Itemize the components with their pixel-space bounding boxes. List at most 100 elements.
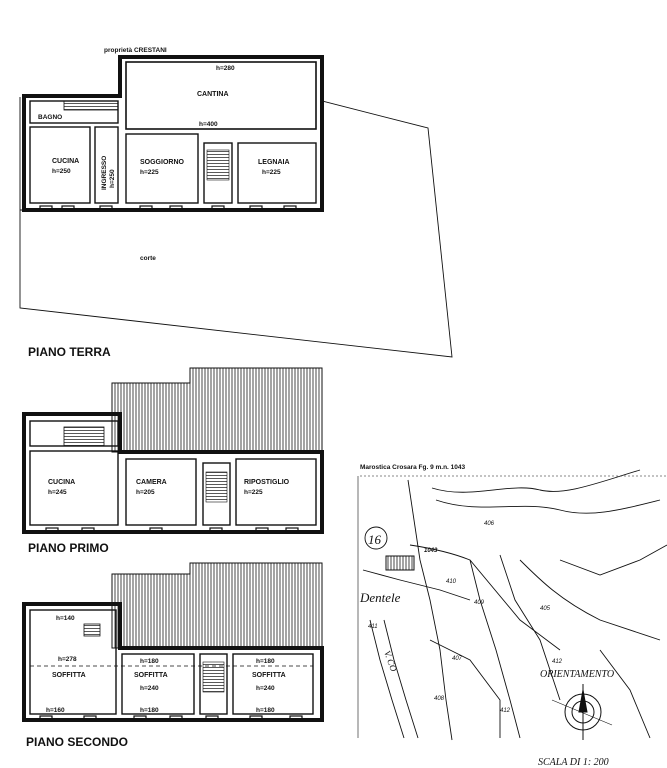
map-parcel-number: 1043 [424,548,438,554]
soffitta3-height-top: h=180 [256,658,275,665]
owner-label: proprietà CRESTANI [104,47,167,54]
second-floor-outer-wall [22,602,324,722]
map-sheet-mark-circle [364,526,388,550]
soffitta2-height-bottom: h=180 [140,707,159,714]
map-road-label: V. CO [382,649,399,673]
soffitta1-label: SOFFITTA [52,672,86,679]
soffitta2-label: SOFFITTA [134,672,168,679]
map-parcel-label: 410 [446,579,457,585]
scale-label: SCALA DI 1: 200 [538,757,609,768]
map-parcel-line [499,554,561,701]
first-floor-outer-wall [22,412,324,534]
map-parcel-line [469,559,521,739]
legnaia-label: LEGNAIA [258,159,290,166]
cantina-height-bottom: h=400 [199,121,218,128]
legnaia-height: h=225 [262,169,281,176]
ground-floor-plan [19,55,453,358]
legnaia-room [237,142,317,204]
cucina-height-ground: h=250 [52,168,71,175]
ingresso-room [94,126,119,204]
map-parcel-line [435,499,661,514]
second-floor-stair-steps [202,661,225,693]
courtyard-outline [19,97,453,358]
second-floor-plan [22,562,324,722]
map-parcel-line [519,559,661,641]
map-parcel-line [409,544,561,651]
soffitta1-height-bottom: h=160 [46,707,65,714]
soffitta2-room [121,653,195,715]
camera-room [125,458,197,526]
map-road-line [383,619,419,739]
second-floor-title: PIANO SECONDO [26,735,128,749]
soffitta1-chimney [83,623,101,637]
cucina-room-first [29,450,119,526]
soffitta1-height-mid: h=278 [58,656,77,663]
map-locality-label: Dentele [359,590,401,605]
cadastral-map [357,469,667,741]
first-floor-roof [111,367,323,453]
cantina-height-top: h=280 [216,65,235,72]
second-floor-stair [199,653,228,715]
first-floor-stair [202,462,231,526]
ingresso-height: h=250 [109,169,116,188]
first-floor-stair-top [63,426,105,447]
soffitta1-height-top: h=140 [56,615,75,622]
ground-stair [203,142,233,204]
ingresso-label: INGRESSO [101,156,108,190]
orientation-label: ORIENTAMENTO [540,669,614,680]
map-parcel-label: 412 [500,708,511,714]
cantina-label: CANTINA [197,91,229,98]
soffitta3-height-bottom: h=180 [256,707,275,714]
cucina-height-first: h=245 [48,489,67,496]
cantina-room [125,61,317,130]
map-parcel-line [559,544,667,576]
ripostiglio-room [235,458,317,526]
ground-floor-outer-wall [22,55,324,212]
map-parcel-label: 408 [434,696,445,702]
map-parcel-label: 407 [452,656,463,662]
cucina-room-ground [29,126,91,204]
ripostiglio-height: h=225 [244,489,263,496]
soffitta1-room [29,609,117,715]
soggiorno-room [125,133,199,204]
ground-floor-title: PIANO TERRA [28,345,111,359]
cucina-label-first: CUCINA [48,479,75,486]
map-parcel-line [431,469,641,493]
first-floor-stair-steps [205,471,228,503]
first-floor-title: PIANO PRIMO [28,541,109,555]
camera-label: CAMERA [136,479,167,486]
second-floor-windows [39,715,303,721]
map-title: Marostica Crosara Fg. 9 m.n. 1043 [360,464,466,471]
camera-height: h=205 [136,489,155,496]
soggiorno-height: h=225 [140,169,159,176]
map-parcel-line [429,639,501,738]
soffitta3-label: SOFFITTA [252,672,286,679]
map-road-line [369,619,405,739]
map-parcel-label: 405 [540,606,551,612]
cucina-label-ground: CUCINA [52,158,79,165]
soffitta3-room [232,653,314,715]
bagno-fixtures [63,100,119,111]
bagno-label: BAGNO [38,114,62,121]
soggiorno-label: SOGGIORNO [140,159,185,166]
north-arrow-icon [551,684,613,740]
soffitta2-height-mid: h=240 [140,685,159,692]
map-parcel-label: 406 [484,521,495,527]
soffitta2-height-top: h=180 [140,658,159,665]
ripostiglio-label: RIPOSTIGLIO [244,479,290,486]
map-parcel-line [362,569,471,601]
soffitta3-height-mid: h=240 [256,685,275,692]
map-parcel-label: 411 [368,624,378,630]
second-floor-roof [111,562,323,649]
ground-floor-windows [39,205,297,211]
first-floor-plan [22,367,324,534]
map-sheet-mark: 16 [368,532,382,547]
first-floor-windows [45,527,299,533]
courtyard-label: corte [140,255,156,262]
map-parcel-line [407,479,453,741]
ground-stair-steps [206,149,230,181]
map-parcel-line [599,649,651,739]
map-parcel-label: 409 [474,600,485,606]
parcel-1043-building [385,555,415,571]
